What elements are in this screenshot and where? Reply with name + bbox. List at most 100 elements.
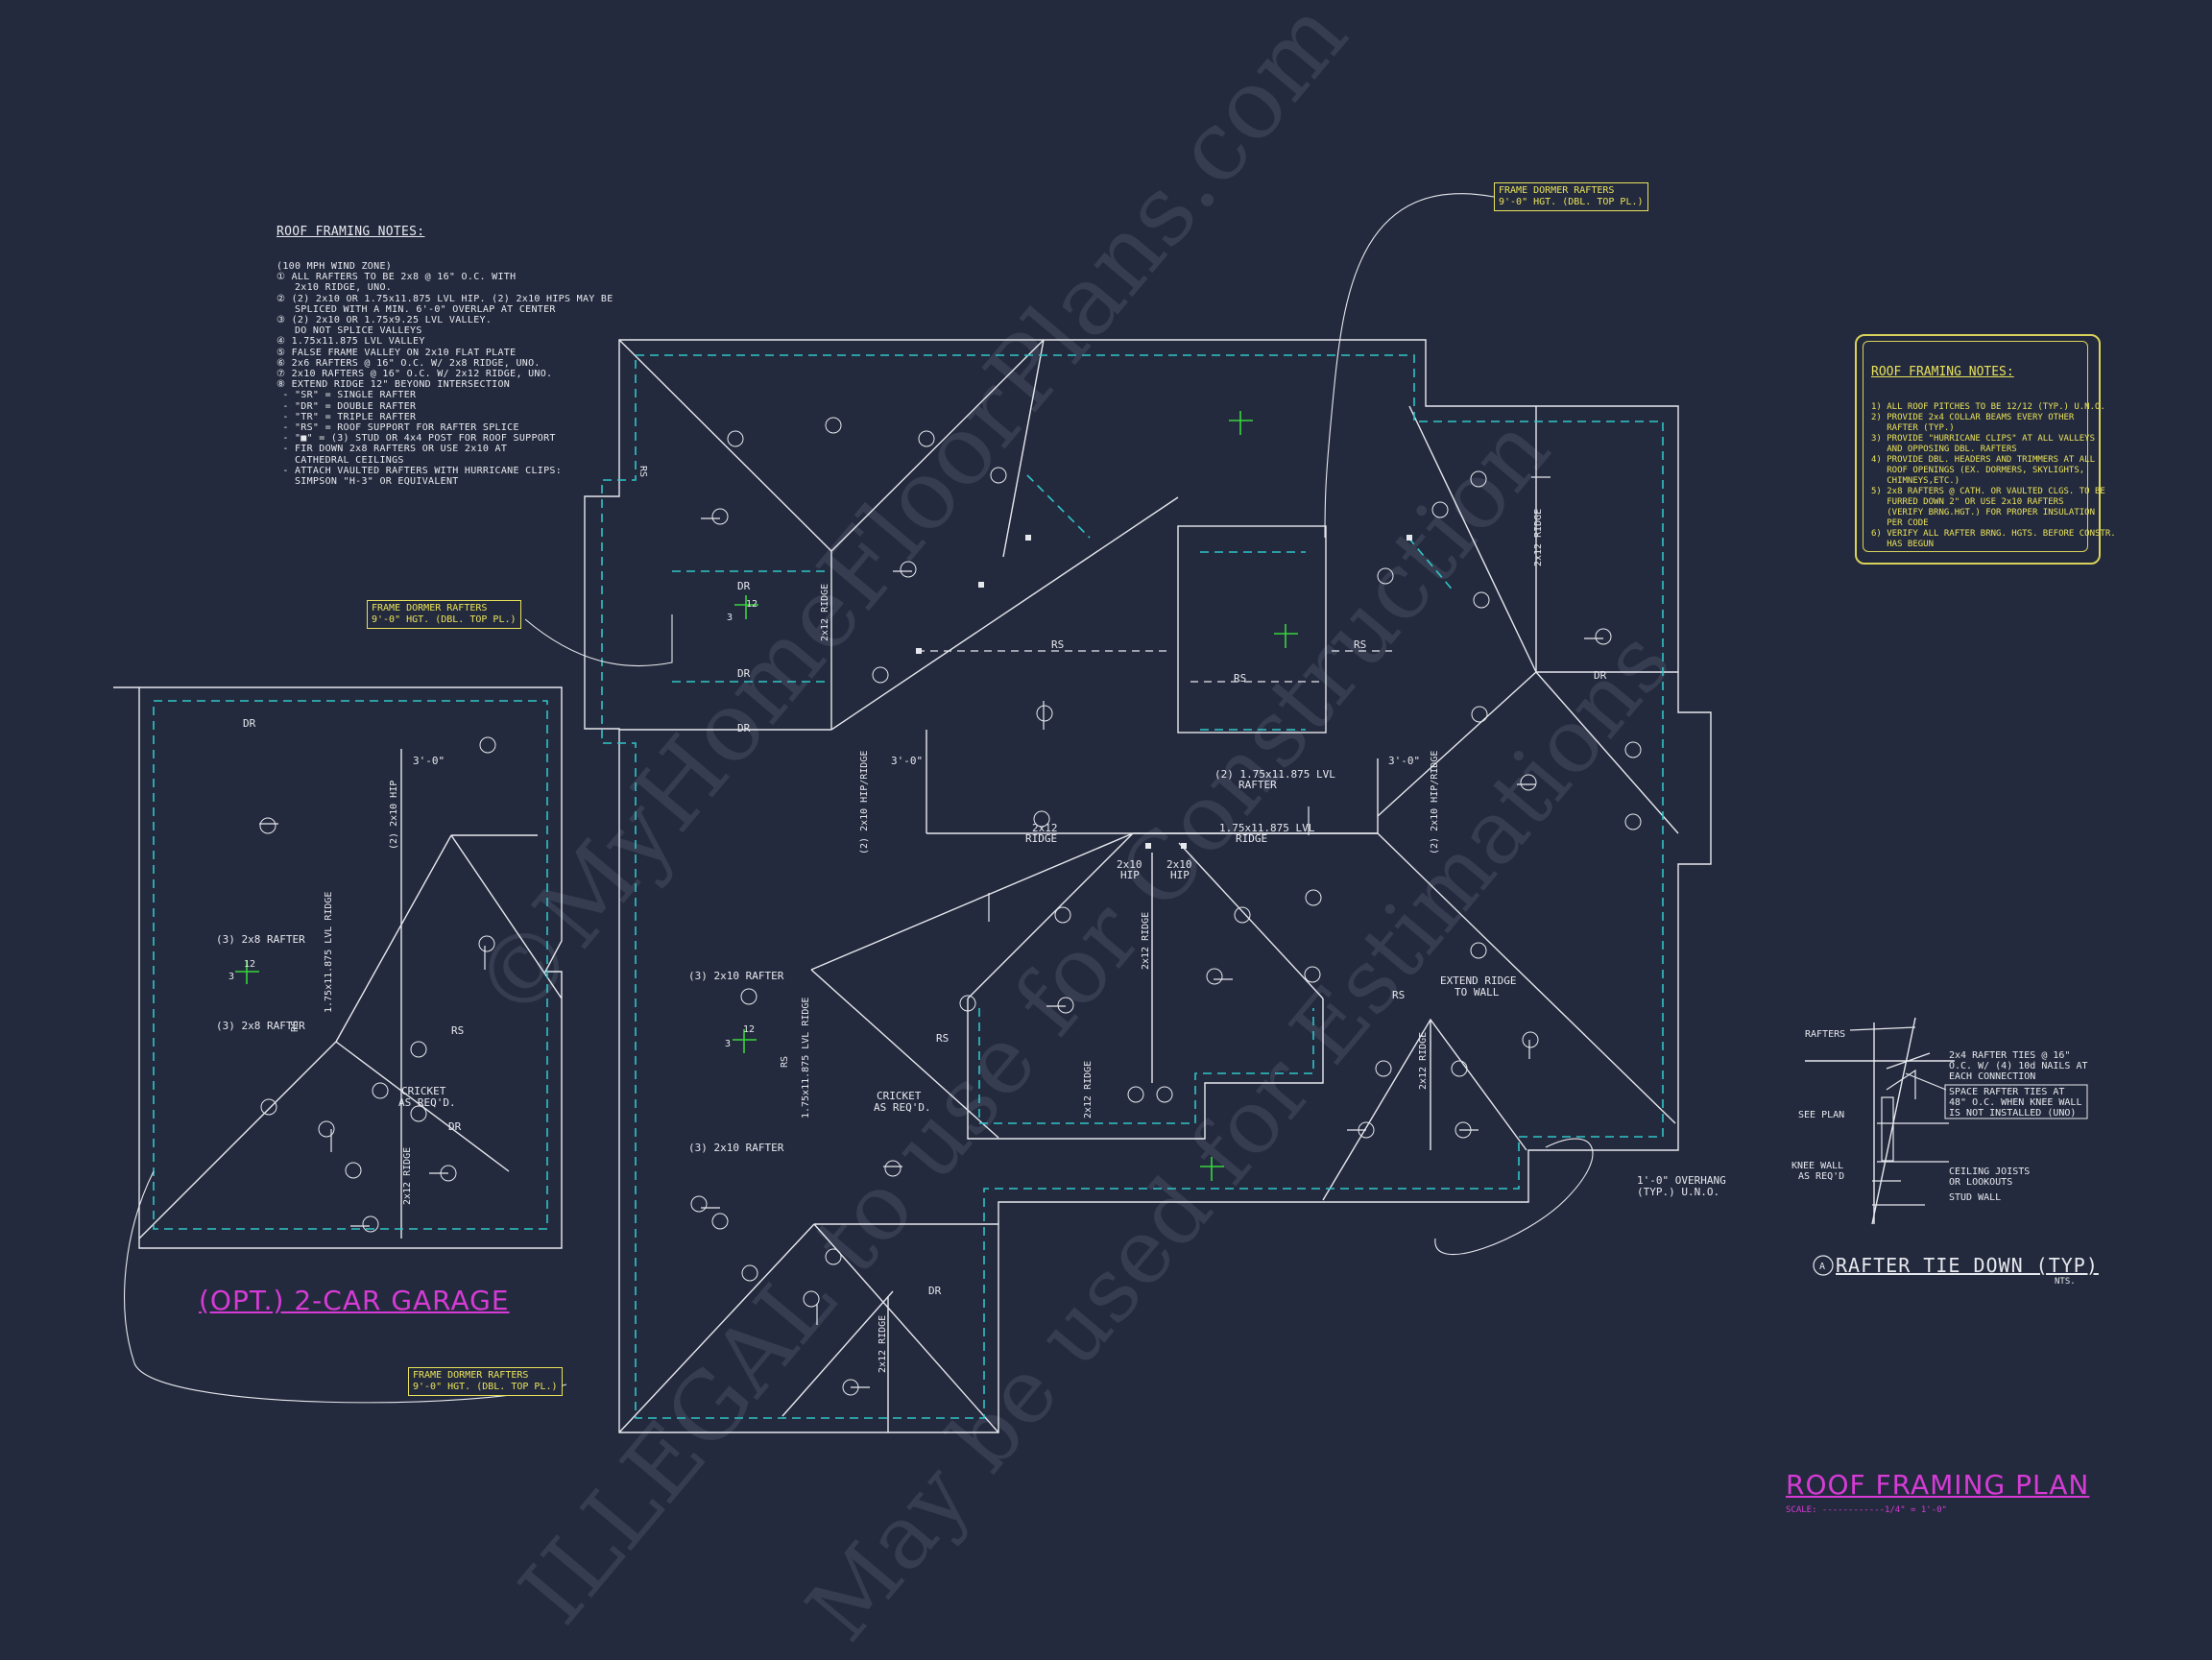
label-cricket-1b: AS REQ'D. — [398, 1096, 456, 1109]
roof-outline — [113, 339, 1955, 1433]
label-rs-vert-3: RS — [637, 466, 648, 477]
detail-ceiling-label: CEILING JOISTS — [1949, 1167, 2030, 1177]
label-three-ft-1: 3'-0" — [413, 755, 445, 767]
scale-label: SCALE: ------------1/4" = 1'-0" — [1786, 1505, 1947, 1515]
detail-knee-wall-label: KNEE WALL — [1791, 1161, 1843, 1171]
label-lvl-ridge: 1.75x11.875 LVL — [1219, 822, 1315, 834]
left-note-line-14: - "DR" = DOUBLE RAFTER — [276, 400, 417, 412]
right-notes-lines: 1) ALL ROOF PITCHES TO BE 12/12 (TYP.) U… — [1871, 402, 2116, 550]
detail-ties-label-b: O.C. W/ (4) 10d NAILS AT — [1949, 1061, 2088, 1071]
detail-marker: A — [1819, 1262, 1825, 1272]
label-rs-6: RS — [1392, 989, 1405, 1001]
right-roof-framing-notes: ROOF FRAMING NOTES: 1) ALL ROOF PITCHES … — [1863, 341, 2116, 552]
rafter-direction-arrows — [259, 476, 1603, 1388]
label-hipridge-1: (2) 2x10 HIP/RIDGE — [859, 751, 870, 854]
label-dr-1: DR — [737, 580, 751, 592]
detail-space-label-b: 48" O.C. WHEN KNEE WALL — [1949, 1097, 2081, 1108]
right-note-line-12: PER CODE — [1871, 518, 1929, 528]
label-dr-2: DR — [737, 667, 751, 680]
detail-knee-wall-label-b: AS REQ'D — [1798, 1171, 1844, 1182]
label-ridge-2x12-ab: RIDGE — [1025, 832, 1057, 845]
wall-lines-dashed — [153, 354, 1664, 1419]
label-hip-2x10-a: 2x10 — [1117, 858, 1142, 871]
label-hip-2x10-b: 2x10 — [1166, 858, 1192, 871]
right-note-line-14: HAS BEGUN — [1871, 540, 1935, 549]
left-note-line-20: - ATTACH VAULTED RAFTERS WITH HURRICANE … — [276, 465, 563, 476]
left-note-line-1: (100 MPH WIND ZONE) — [276, 261, 393, 273]
label-ridge-vert-1: 2x12 RIDGE — [820, 584, 830, 641]
label-lvl-rafter: (2) 1.75x11.875 LVL — [1214, 768, 1335, 781]
detail-nts: NTS. — [2055, 1277, 2076, 1287]
left-note-line-8: ④ 1.75x11.875 LVL VALLEY — [276, 336, 425, 348]
right-note-line-8: CHIMNEYS,ETC.) — [1871, 476, 1960, 486]
label-3x8-rafter-2: (3) 2x8 RAFTER — [216, 1020, 305, 1032]
right-notes-title: ROOF FRAMING NOTES: — [1871, 365, 2014, 379]
label-ridge-vert-7: 2x12 RIDGE — [402, 1147, 413, 1205]
pitch-num-3: 12 — [244, 959, 255, 970]
left-note-line-18: - FIR DOWN 2x8 RAFTERS OR USE 2x10 AT — [276, 444, 508, 455]
callout-left-dormer: FRAME DORMER RAFTERS 9'-0" HGT. (DBL. TO… — [367, 600, 521, 629]
left-note-line-6: ③ (2) 2x10 OR 1.75x9.25 LVL VALLEY. — [276, 315, 493, 326]
label-three-ft-3: 3'-0" — [1388, 755, 1420, 767]
garage-title: (OPT.) 2-CAR GARAGE — [199, 1285, 510, 1316]
label-rs-1: RS — [1051, 638, 1064, 651]
right-note-line-9: 5) 2x8 RAFTERS @ CATH. OR VAULTED CLGS. … — [1871, 487, 2105, 496]
left-note-line-17: - "■" = (3) STUD OR 4x4 POST FOR ROOF SU… — [276, 433, 556, 445]
label-rs-3: RS — [1234, 672, 1246, 685]
label-dr-3: DR — [737, 722, 751, 734]
right-note-line-1: 1) ALL ROOF PITCHES TO BE 12/12 (TYP.) U… — [1871, 402, 2105, 412]
roof-support-lines — [917, 650, 1392, 683]
label-overhang-b: (TYP.) U.N.O. — [1637, 1186, 1719, 1198]
right-note-line-4: 3) PROVIDE "HURRICANE CLIPS" AT ALL VALL… — [1871, 434, 2095, 444]
left-note-line-2: ① ALL RAFTERS TO BE 2x8 @ 16" O.C. WITH — [276, 272, 517, 283]
label-ridge-2x12-a: 2x12 — [1032, 822, 1058, 834]
left-note-line-4: ② (2) 2x10 OR 1.75x11.875 LVL HIP. (2) 2… — [276, 293, 613, 304]
callout-bottom-dormer: FRAME DORMER RAFTERS 9'-0" HGT. (DBL. TO… — [408, 1367, 563, 1396]
right-note-line-7: ROOF OPENINGS (EX. DORMERS, SKYLIGHTS, — [1871, 466, 2085, 475]
plan-title: ROOF FRAMING PLAN — [1786, 1469, 2090, 1501]
right-note-line-2: 2) PROVIDE 2x4 COLLAR BEAMS EVERY OTHER — [1871, 413, 2075, 422]
label-extend-ridge-b: TO WALL — [1455, 986, 1500, 998]
label-3x10-rafter-2: (3) 2x10 RAFTER — [688, 1142, 784, 1154]
roof-support-posts — [916, 535, 1412, 849]
label-dr-7: DR — [448, 1120, 462, 1133]
label-hip-2x10-bb: HIP — [1170, 869, 1190, 881]
left-note-line-7: DO NOT SPLICE VALLEYS — [276, 325, 422, 337]
label-dr-6: DR — [928, 1285, 942, 1297]
detail-title: RAFTER TIE DOWN (TYP) — [1836, 1254, 2099, 1277]
pitch-den-2: 3 — [725, 1039, 731, 1049]
detail-ceiling-label-b: OR LOOKOUTS — [1949, 1177, 2012, 1188]
pitch-num-2: 12 — [743, 1024, 755, 1035]
left-notes-lines: (100 MPH WIND ZONE)① ALL RAFTERS TO BE 2… — [276, 261, 613, 487]
label-lvl-ridge-vert-1: 1.75x11.875 LVL RIDGE — [801, 998, 811, 1119]
label-ridge-vert-4: 2x12 RIDGE — [1418, 1032, 1429, 1090]
label-hip-left: (2) 2x10 HIP — [389, 781, 399, 850]
detail-ties-label: 2x4 RAFTER TIES @ 16" — [1949, 1050, 2070, 1061]
callout-leaders — [124, 193, 1594, 1404]
left-notes-title: ROOF FRAMING NOTES: — [276, 225, 425, 240]
detail-ties-label-c: EACH CONNECTION — [1949, 1071, 2035, 1082]
label-rs-2: RS — [1354, 638, 1366, 651]
label-3x10-rafter-1: (3) 2x10 RAFTER — [688, 970, 784, 982]
label-cricket-2: CRICKET — [877, 1090, 922, 1102]
left-note-line-5: SPLICED WITH A MIN. 6'-0" OVERLAP AT CEN… — [276, 303, 556, 315]
rafter-tie-detail — [1813, 1026, 1949, 1276]
left-note-line-10: ⑥ 2x6 RAFTERS @ 16" O.C. W/ 2x8 RIDGE, U… — [276, 357, 541, 369]
label-lvl-rafter-b: RAFTER — [1238, 779, 1277, 791]
pitch-den-3: 3 — [228, 972, 234, 982]
right-note-line-5: AND OPPOSING DBL. RAFTERS — [1871, 445, 2017, 454]
right-note-line-6: 4) PROVIDE DBL. HEADERS AND TRIMMERS AT … — [1871, 455, 2095, 465]
left-note-line-11: ⑦ 2x10 RAFTERS @ 16" O.C. W/ 2x12 RIDGE,… — [276, 369, 553, 380]
detail-rafters-label: RAFTERS — [1805, 1029, 1845, 1040]
right-notes-frame — [1855, 334, 2101, 565]
label-overhang: 1'-0" OVERHANG — [1637, 1174, 1726, 1187]
rotated-labels: 2x12 RIDGE 2x12 RIDGE 2x12 RIDGE 2x12 RI… — [290, 466, 1544, 1373]
right-note-line-10: FURRED DOWN 2" OR USE 2x10 RAFTERS — [1871, 497, 2064, 507]
label-hip-2x10-ab: HIP — [1120, 869, 1140, 881]
pitch-num-1: 12 — [746, 599, 757, 610]
left-note-line-12: ⑧ EXTEND RIDGE 12" BEYOND INTERSECTION — [276, 379, 511, 391]
left-note-line-15: - "TR" = TRIPLE RAFTER — [276, 411, 417, 422]
detail-see-plan-label: SEE PLAN — [1798, 1110, 1844, 1120]
detail-space-label: SPACE RAFTER TIES AT — [1949, 1087, 2064, 1097]
